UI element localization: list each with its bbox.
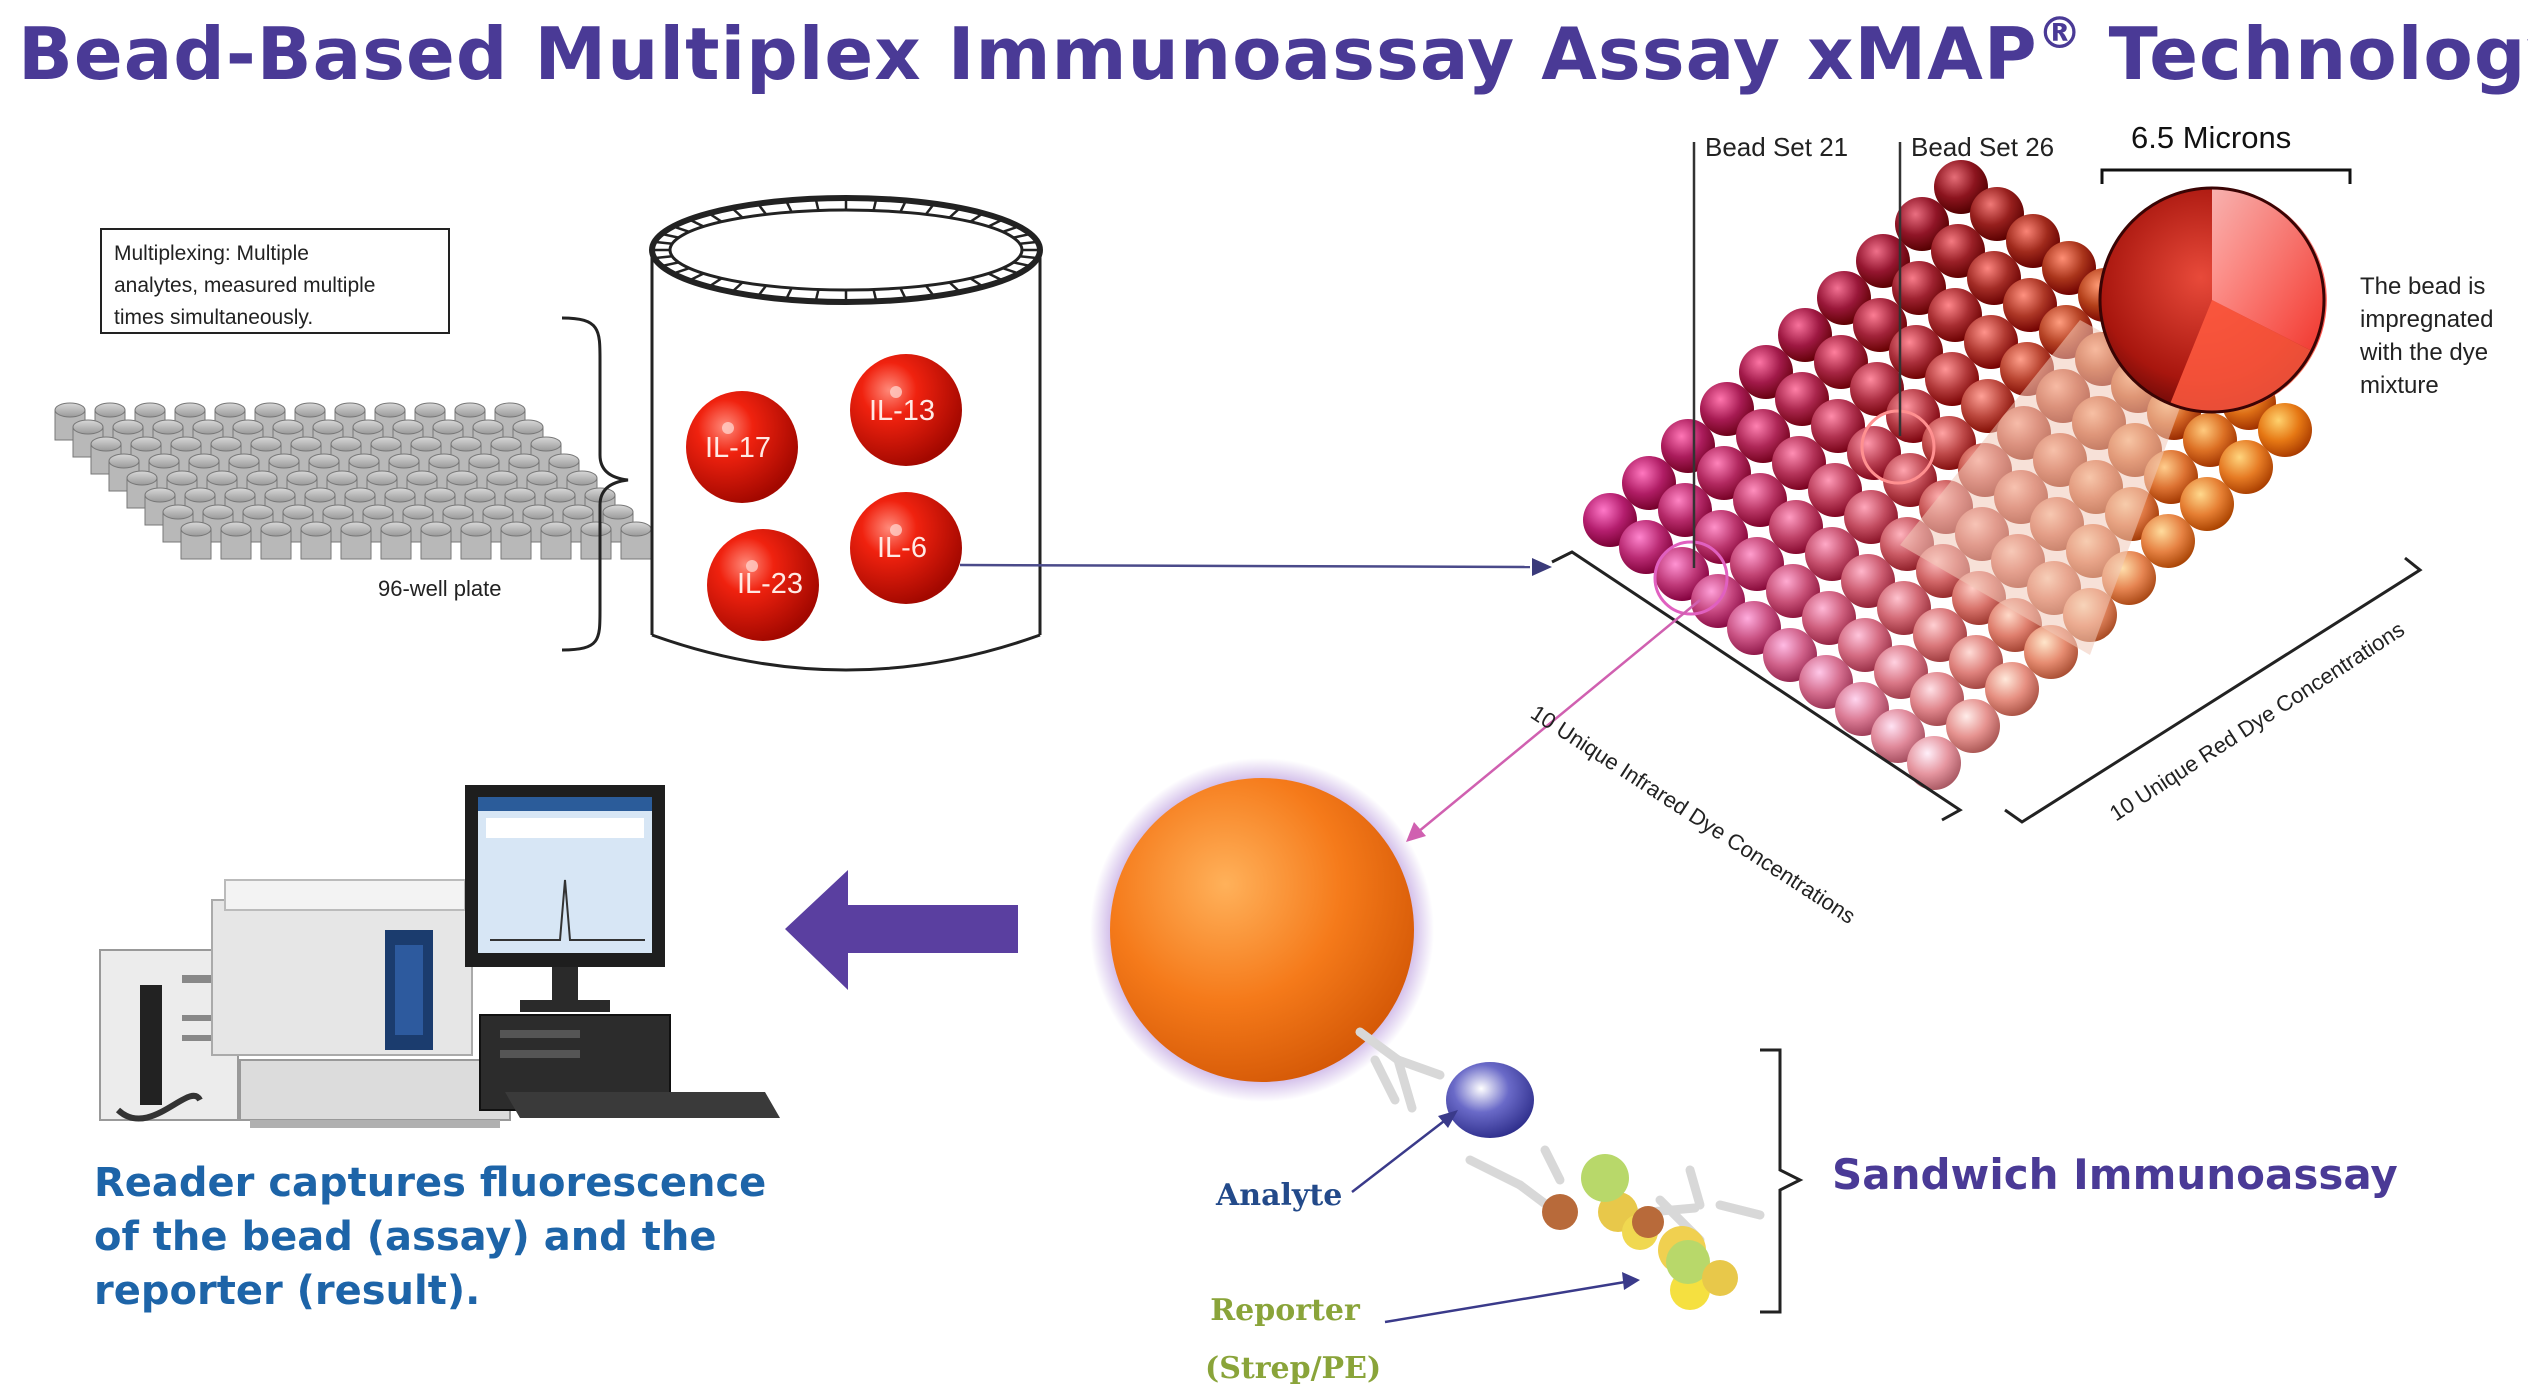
bead-set-26-label: Bead Set 26 bbox=[1911, 132, 2055, 162]
reader-caption: Reader captures fluorescence of the bead… bbox=[94, 1156, 766, 1318]
big-left-arrow-icon bbox=[785, 870, 1018, 990]
capture-antibody-icon bbox=[1355, 1027, 1445, 1113]
array-bead bbox=[1907, 736, 1961, 790]
grouping-brace-icon bbox=[561, 316, 629, 652]
reader-caption-line: of the bead (assay) and the bbox=[94, 1214, 717, 1260]
tube-bead bbox=[850, 492, 962, 604]
reader-caption-line: reporter (result). bbox=[94, 1268, 481, 1314]
reporter-label: Reporter (Strep/PE) bbox=[1205, 1282, 1382, 1398]
multiplexing-note-line: times simultaneously. bbox=[114, 306, 314, 329]
array-bead bbox=[2258, 403, 2312, 457]
tube-bead bbox=[686, 391, 798, 503]
tube-bead bbox=[850, 354, 962, 466]
analyte-icon bbox=[1446, 1062, 1534, 1138]
bead-array-grid bbox=[1551, 142, 2423, 824]
bead-set-21-highlight bbox=[1653, 540, 1729, 616]
bead-description: The bead is impregnated with the dye mix… bbox=[2360, 273, 2494, 399]
multiplexing-note-line: analytes, measured multiple bbox=[114, 274, 376, 297]
sandwich-immunoassay-label: Sandwich Immunoassay bbox=[1832, 1150, 2398, 1199]
multiplexing-note-line: Multiplexing: Multiple bbox=[114, 242, 309, 265]
array-bead bbox=[1946, 699, 2000, 753]
flow-arrow-to-assay-bead bbox=[1406, 599, 1701, 842]
assay-bead-icon bbox=[1090, 758, 1434, 1102]
bead-label-il17: IL-17 bbox=[705, 432, 771, 464]
array-bead bbox=[2219, 440, 2273, 494]
title-main: Bead-Based Multiplex Immunoassay Assay x… bbox=[18, 12, 2038, 96]
title-tail: Technology bbox=[2082, 12, 2528, 96]
axis-bracket-red bbox=[2004, 556, 2423, 824]
tube-bead bbox=[707, 529, 819, 641]
array-bead bbox=[1985, 662, 2039, 716]
reporter-label-line: Reporter bbox=[1210, 1293, 1360, 1328]
sample-tube-icon bbox=[649, 195, 1043, 672]
bead-set-21-label: Bead Set 21 bbox=[1705, 132, 1849, 162]
array-bead bbox=[2180, 477, 2234, 531]
array-bead bbox=[2141, 514, 2195, 568]
multiplexing-note: Multiplexing: Multiple analytes, measure… bbox=[100, 228, 450, 334]
axis-bracket-infrared bbox=[1551, 550, 1963, 822]
registered-mark: ® bbox=[2037, 8, 2083, 59]
bead-label-il13: IL-13 bbox=[869, 395, 935, 427]
reporter-pointer-arrow bbox=[1384, 1272, 1640, 1324]
analyte-label: Analyte bbox=[1216, 1178, 1343, 1213]
plate-label: 96-well plate bbox=[378, 576, 502, 601]
reader-caption-line: Reader captures fluorescence bbox=[94, 1160, 767, 1206]
bead-set-26-highlight bbox=[1860, 409, 1936, 485]
bead-label-il6: IL-6 bbox=[877, 532, 927, 564]
reporter-label-line: (Strep/PE) bbox=[1205, 1351, 1382, 1386]
analyte-pointer-arrow bbox=[1351, 1110, 1458, 1193]
96-well-plate-icon bbox=[54, 402, 652, 560]
luminex-reader-instrument-icon bbox=[99, 785, 780, 1128]
reporter-strep-pe-icon bbox=[1542, 1154, 1738, 1310]
page-title: Bead-Based Multiplex Immunoassay Assay x… bbox=[18, 8, 2528, 96]
bead-label-il23: IL-23 bbox=[737, 568, 803, 600]
flow-arrow-to-array bbox=[959, 558, 1552, 576]
sandwich-bracket bbox=[1760, 1048, 1804, 1314]
bead-size-label: 6.5 Microns bbox=[2131, 120, 2292, 155]
